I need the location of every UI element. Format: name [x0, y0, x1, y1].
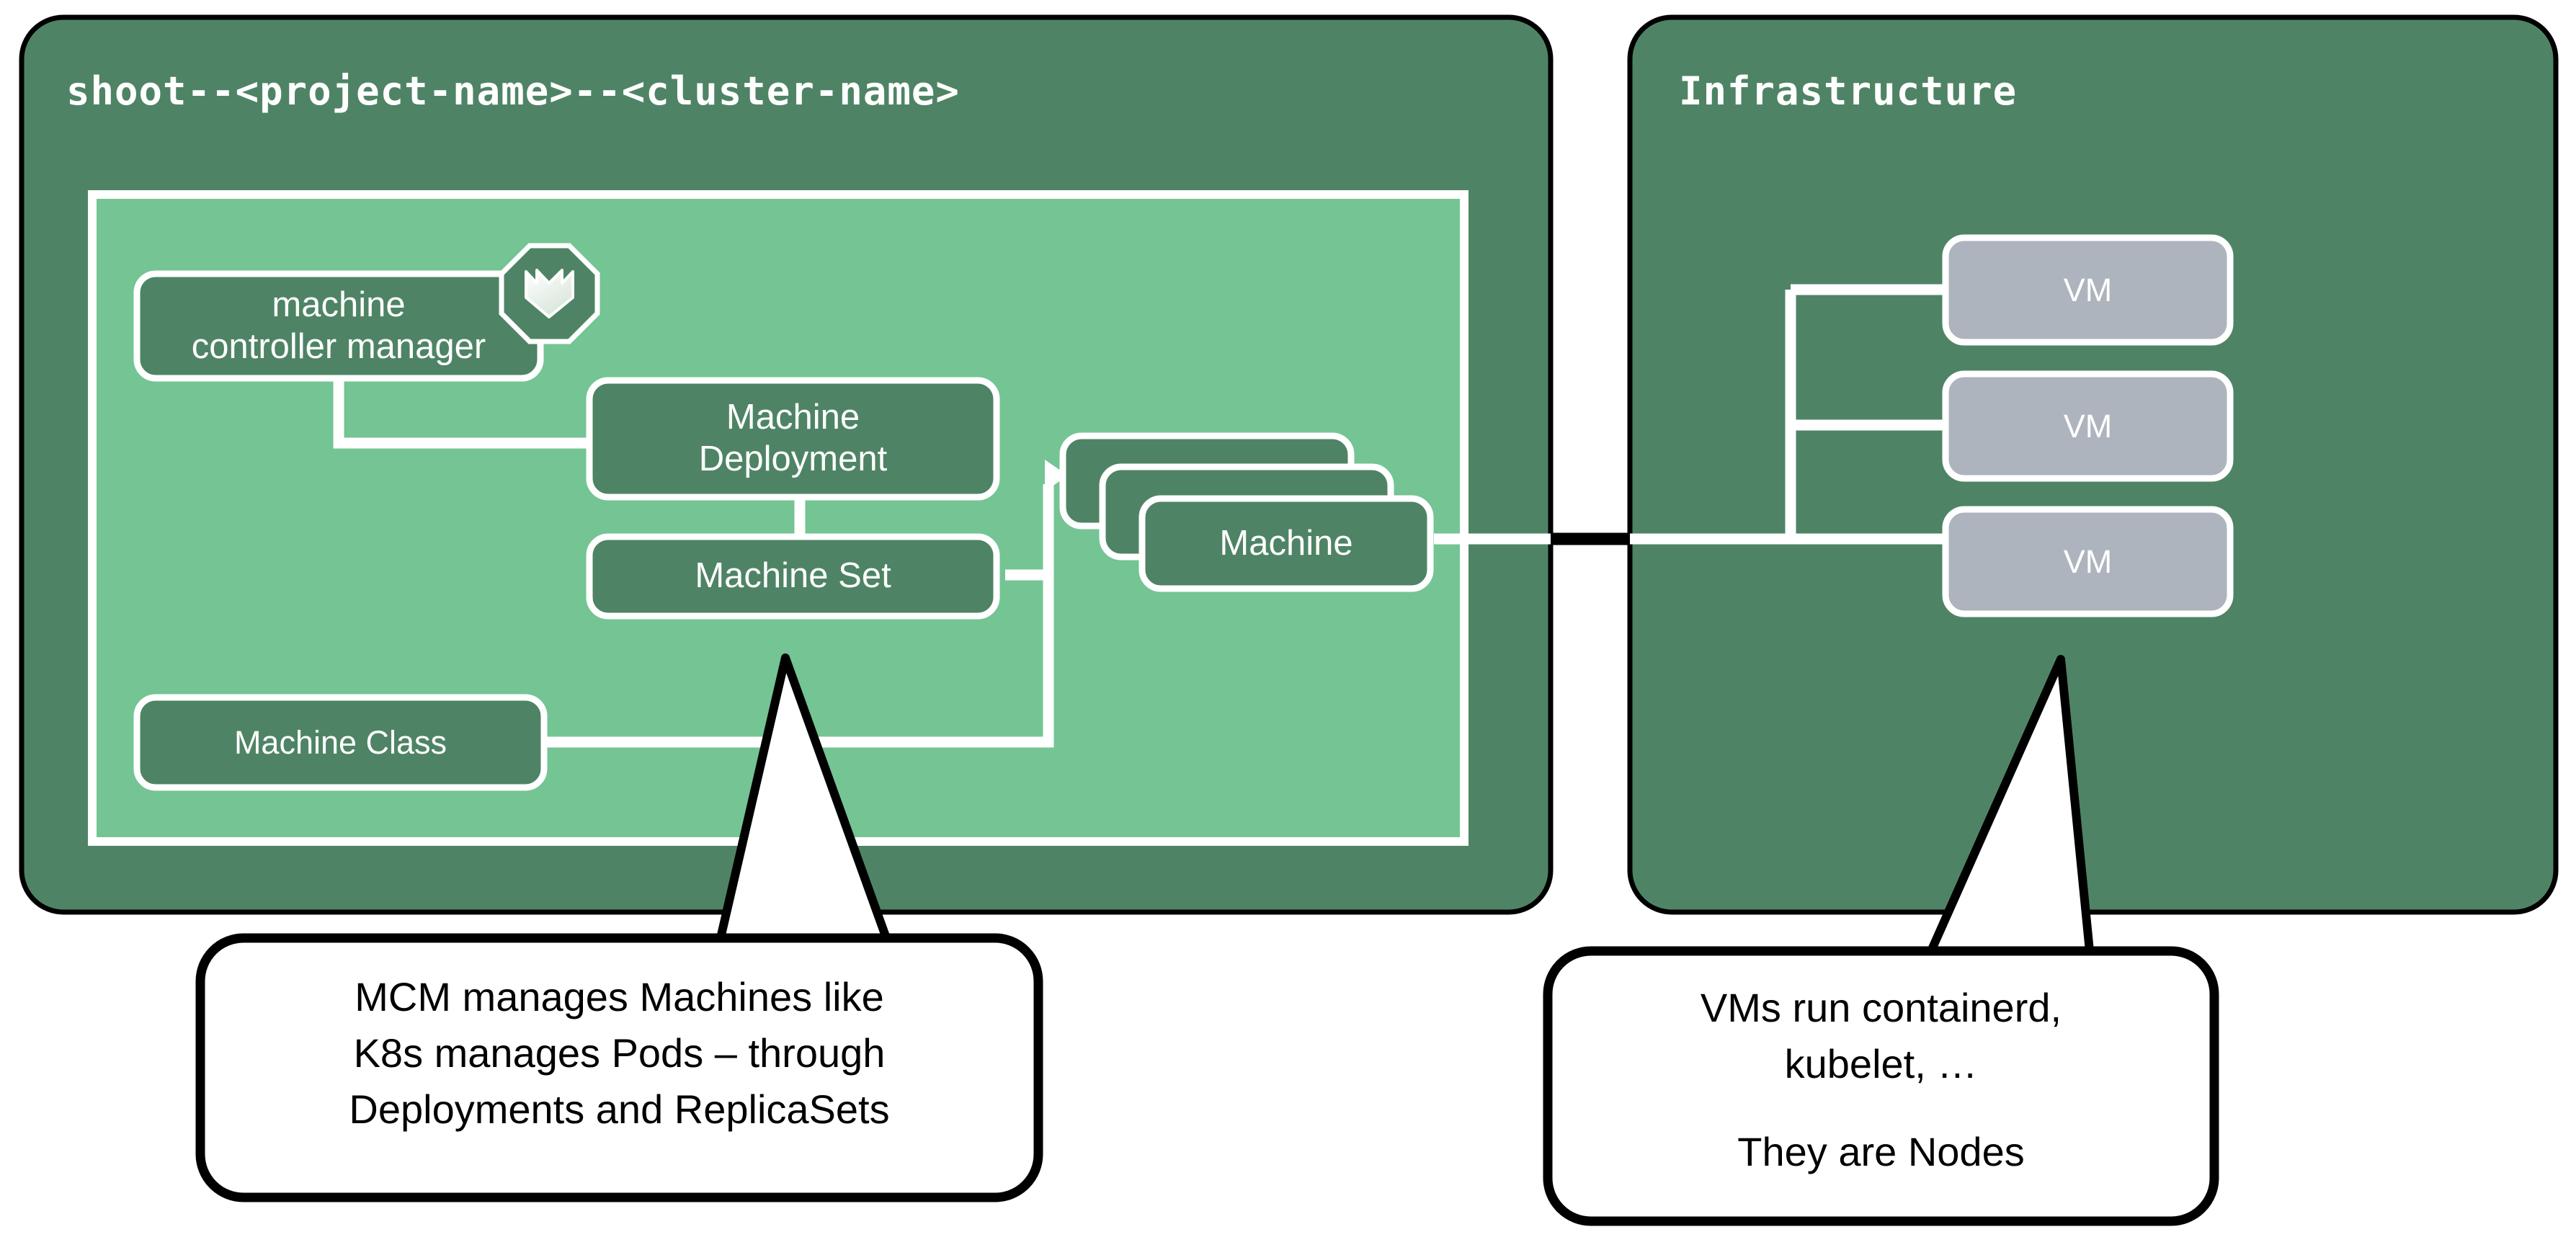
connector-machineclass-to-machine — [544, 576, 1054, 748]
callout-bubble-mcm[interactable] — [195, 933, 1043, 1202]
callout-bubble-vm[interactable] — [1543, 946, 2219, 1226]
node-box-machine-stack-front[interactable] — [1138, 495, 1434, 592]
shoot-panel-title: shoot--<project-name>--<cluster-name> — [66, 68, 960, 114]
vm-box-2[interactable] — [1942, 370, 2234, 482]
connector-set-to-machine — [1005, 484, 1054, 581]
vm-box-1[interactable] — [1942, 234, 2234, 346]
connector-mcm-to-machinedeployment — [333, 375, 609, 449]
node-box-machine-set[interactable] — [586, 533, 1000, 620]
infrastructure-connectors — [1630, 284, 1946, 545]
shoot-nodes — [133, 270, 1434, 791]
node-box-machine-deployment[interactable] — [586, 377, 1000, 501]
infrastructure-vm-boxes — [1942, 234, 2234, 617]
node-box-machine-controller-manager[interactable] — [133, 270, 544, 382]
arrowhead-set-to-machine — [1045, 460, 1068, 491]
gardener-logo-icon — [499, 243, 600, 344]
shoot-connectors — [333, 375, 1551, 748]
node-box-machine-class[interactable] — [133, 694, 548, 791]
infrastructure-panel-title: Infrastructure — [1679, 68, 2018, 114]
vm-box-3[interactable] — [1942, 506, 2234, 617]
